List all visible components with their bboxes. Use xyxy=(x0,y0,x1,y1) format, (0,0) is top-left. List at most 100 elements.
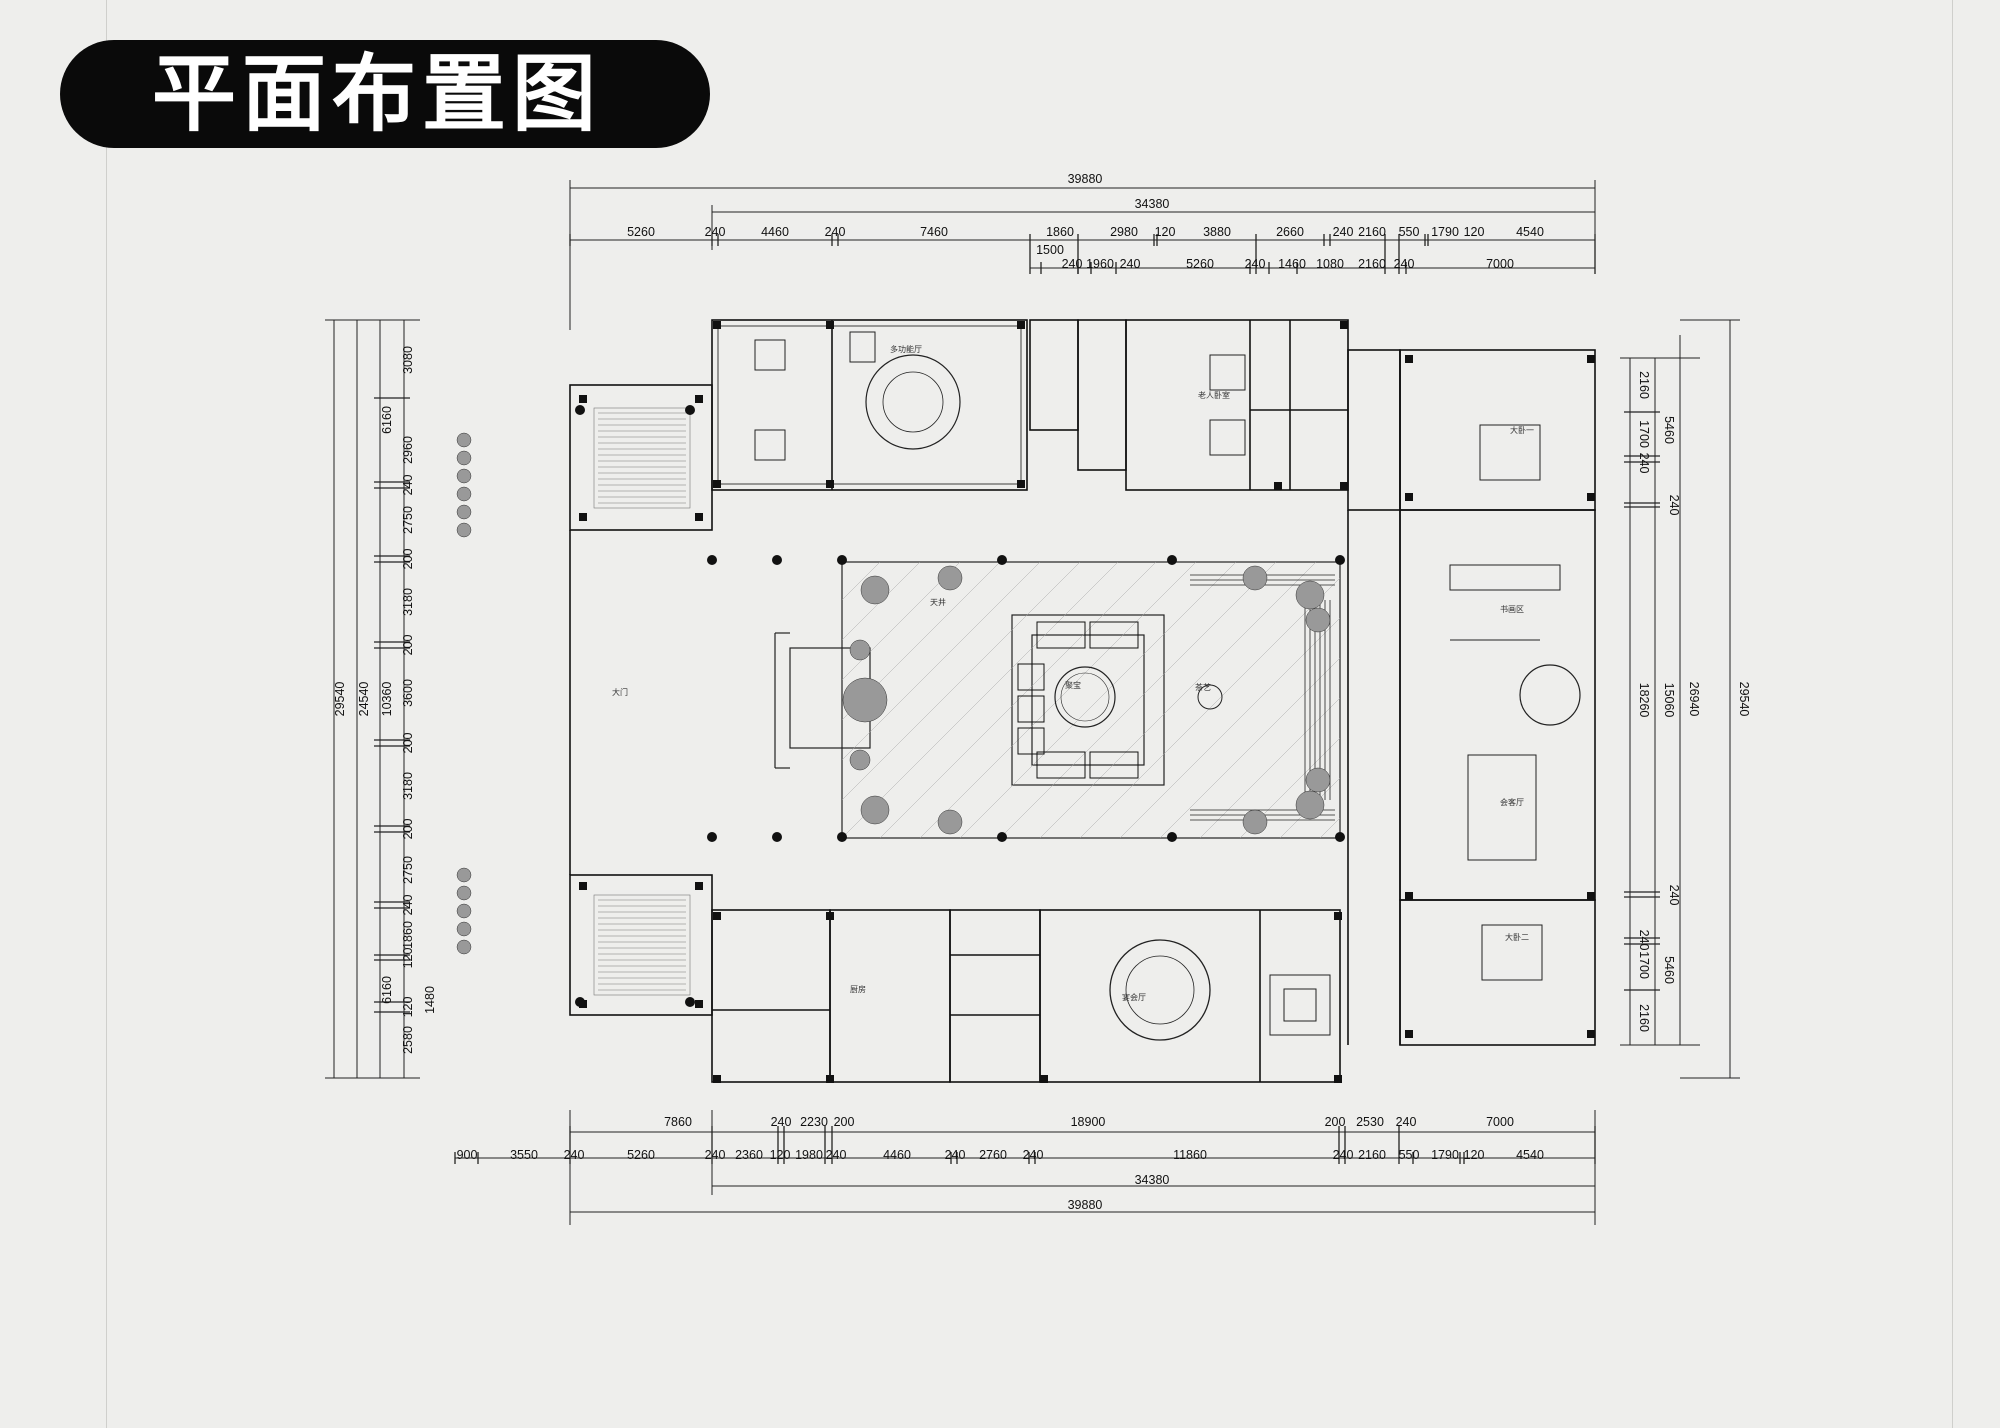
dim-bot-r2-2: 3550 xyxy=(510,1148,538,1162)
dim-right-c1-5: 18260 xyxy=(1637,683,1651,718)
dim-bot-r2-18: 1790 xyxy=(1431,1148,1459,1162)
dim-bot-r2-14: 11860 xyxy=(1173,1148,1207,1162)
dim-top-r1-3: 4460 xyxy=(761,225,789,239)
dim-bot-r2-15: 240 xyxy=(1333,1148,1354,1162)
dim-top-r1-5: 7460 xyxy=(920,225,948,239)
dim-top-r1-4: 240 xyxy=(825,225,846,239)
dim-right-c1-4: 240 xyxy=(1667,495,1681,516)
dim-right-c1-2: 1700 xyxy=(1637,420,1651,448)
dim-top-r2-7: 1460 xyxy=(1278,257,1306,271)
dim-bot-r2-10: 4460 xyxy=(883,1148,911,1162)
dim-left-10: 200 xyxy=(401,733,415,754)
dim-top-r1-8: 120 xyxy=(1155,225,1176,239)
dim-bot-r2-11: 240 xyxy=(945,1148,966,1162)
dim-left-8: 200 xyxy=(401,635,415,656)
dim-bot-r2-8: 1980 xyxy=(795,1148,823,1162)
dim-top-r2-2: 240 xyxy=(1062,257,1083,271)
dim-top-r1-2: 240 xyxy=(705,225,726,239)
svg-text:老人卧室: 老人卧室 xyxy=(1198,390,1230,400)
dim-left-15: 1860 xyxy=(401,921,415,949)
dim-right-c1-6: 240 xyxy=(1667,885,1681,906)
dim-bot-r2-9: 240 xyxy=(826,1148,847,1162)
dim-left-14: 240 xyxy=(401,895,415,916)
dim-bot-r1-5: 18900 xyxy=(1071,1115,1106,1129)
dim-bot-r2-13: 240 xyxy=(1023,1148,1044,1162)
dim-right-c1-3: 240 xyxy=(1637,453,1651,474)
dim-bot-r1-3: 2230 xyxy=(800,1115,828,1129)
dim-left-outer: 29540 xyxy=(333,682,347,717)
dim-bot-r1-9: 7000 xyxy=(1486,1115,1514,1129)
dim-bot-r1-7: 2530 xyxy=(1356,1115,1384,1129)
dim-left-6: 200 xyxy=(401,549,415,570)
dim-left-17: 1480 xyxy=(423,986,437,1014)
dim-bot-r2-16: 2160 xyxy=(1358,1148,1386,1162)
dim-bot-r2-4: 5260 xyxy=(627,1148,655,1162)
svg-text:会客厅: 会客厅 xyxy=(1500,797,1524,807)
dim-left-20: 2580 xyxy=(401,1026,415,1054)
dim-right-mid: 26940 xyxy=(1687,682,1701,717)
dim-bot-r2-1: 900 xyxy=(457,1148,478,1162)
dim-bot-r1-6: 200 xyxy=(1325,1115,1346,1129)
dim-top-r1-13: 550 xyxy=(1399,225,1420,239)
svg-text:厨房: 厨房 xyxy=(850,984,866,994)
dim-bot-r1-8: 240 xyxy=(1396,1115,1417,1129)
svg-text:大卧一: 大卧一 xyxy=(1510,425,1534,435)
dim-top-r1-9: 3880 xyxy=(1203,225,1231,239)
dim-top-r1-7: 2980 xyxy=(1110,225,1138,239)
dim-bot-r2-17: 550 xyxy=(1399,1148,1420,1162)
dim-left-12: 200 xyxy=(401,819,415,840)
dim-right-c1-8: 1700 xyxy=(1637,951,1651,979)
dim-right-c1-7: 240 xyxy=(1637,930,1651,951)
dim-top-r1-1: 5260 xyxy=(627,225,655,239)
svg-text:大门: 大门 xyxy=(612,687,628,697)
dim-bot-r2-6: 2360 xyxy=(735,1148,763,1162)
dim-top-mid: 34380 xyxy=(1135,197,1170,211)
dim-top-r1-10: 2660 xyxy=(1276,225,1304,239)
svg-text:聚宝: 聚宝 xyxy=(1065,680,1081,690)
dim-top-overall: 39880 xyxy=(1068,172,1103,186)
dim-right-outer: 29540 xyxy=(1737,682,1751,717)
dim-right-c1-1: 2160 xyxy=(1637,371,1651,399)
dim-bot-overall: 39880 xyxy=(1068,1198,1103,1212)
dim-left-13: 2750 xyxy=(401,856,415,884)
dim-left-2: 6160 xyxy=(380,406,394,434)
dim-bot-r2-7: 120 xyxy=(770,1148,791,1162)
dim-top-r2-11: 7000 xyxy=(1486,257,1514,271)
dim-top-r2-4: 240 xyxy=(1120,257,1141,271)
dim-bot-r1-1: 7860 xyxy=(664,1115,692,1129)
dim-top-r1-11: 240 xyxy=(1333,225,1354,239)
dim-top-r1-14: 1790 xyxy=(1431,225,1459,239)
dim-right-c1-9: 2160 xyxy=(1637,1004,1651,1032)
dim-left-16: 120 xyxy=(401,948,415,969)
dim-bot-r2-20: 4540 xyxy=(1516,1148,1544,1162)
svg-text:茶艺: 茶艺 xyxy=(1195,682,1211,692)
svg-text:书画区: 书画区 xyxy=(1500,604,1524,614)
dim-left-1: 3080 xyxy=(401,346,415,374)
dim-top-r2-10: 240 xyxy=(1394,257,1415,271)
dim-left-mid: 24540 xyxy=(357,682,371,717)
dim-left-5: 2750 xyxy=(401,506,415,534)
svg-text:多功能厅: 多功能厅 xyxy=(890,344,922,354)
dim-left-9: 3600 xyxy=(401,679,415,707)
dim-left-3: 2960 xyxy=(401,436,415,464)
dim-bot-r1-4: 200 xyxy=(834,1115,855,1129)
dim-top-r2-9: 2160 xyxy=(1358,257,1386,271)
dim-top-r2-5: 5260 xyxy=(1186,257,1214,271)
dim-right-c2-3: 5460 xyxy=(1662,956,1676,984)
dim-left-18: 6160 xyxy=(380,976,394,1004)
dim-top-r1-6: 1860 xyxy=(1046,225,1074,239)
dim-top-r1-16: 4540 xyxy=(1516,225,1544,239)
dim-bot-r2-19: 120 xyxy=(1464,1148,1485,1162)
dim-bot-r2-5: 240 xyxy=(705,1148,726,1162)
dim-top-r2-1: 1500 xyxy=(1036,243,1064,257)
svg-text:宴会厅: 宴会厅 xyxy=(1122,992,1146,1002)
title-banner: 平面布置图 xyxy=(60,40,710,148)
dim-bot-r1-2: 240 xyxy=(771,1115,792,1129)
dim-right-c2-2: 15060 xyxy=(1662,683,1676,718)
page-frame xyxy=(106,0,1953,1428)
svg-text:天井: 天井 xyxy=(930,597,946,607)
dim-left-11: 3180 xyxy=(401,772,415,800)
dim-left-19: 120 xyxy=(401,997,415,1018)
dim-right-c2-1: 5460 xyxy=(1662,416,1676,444)
